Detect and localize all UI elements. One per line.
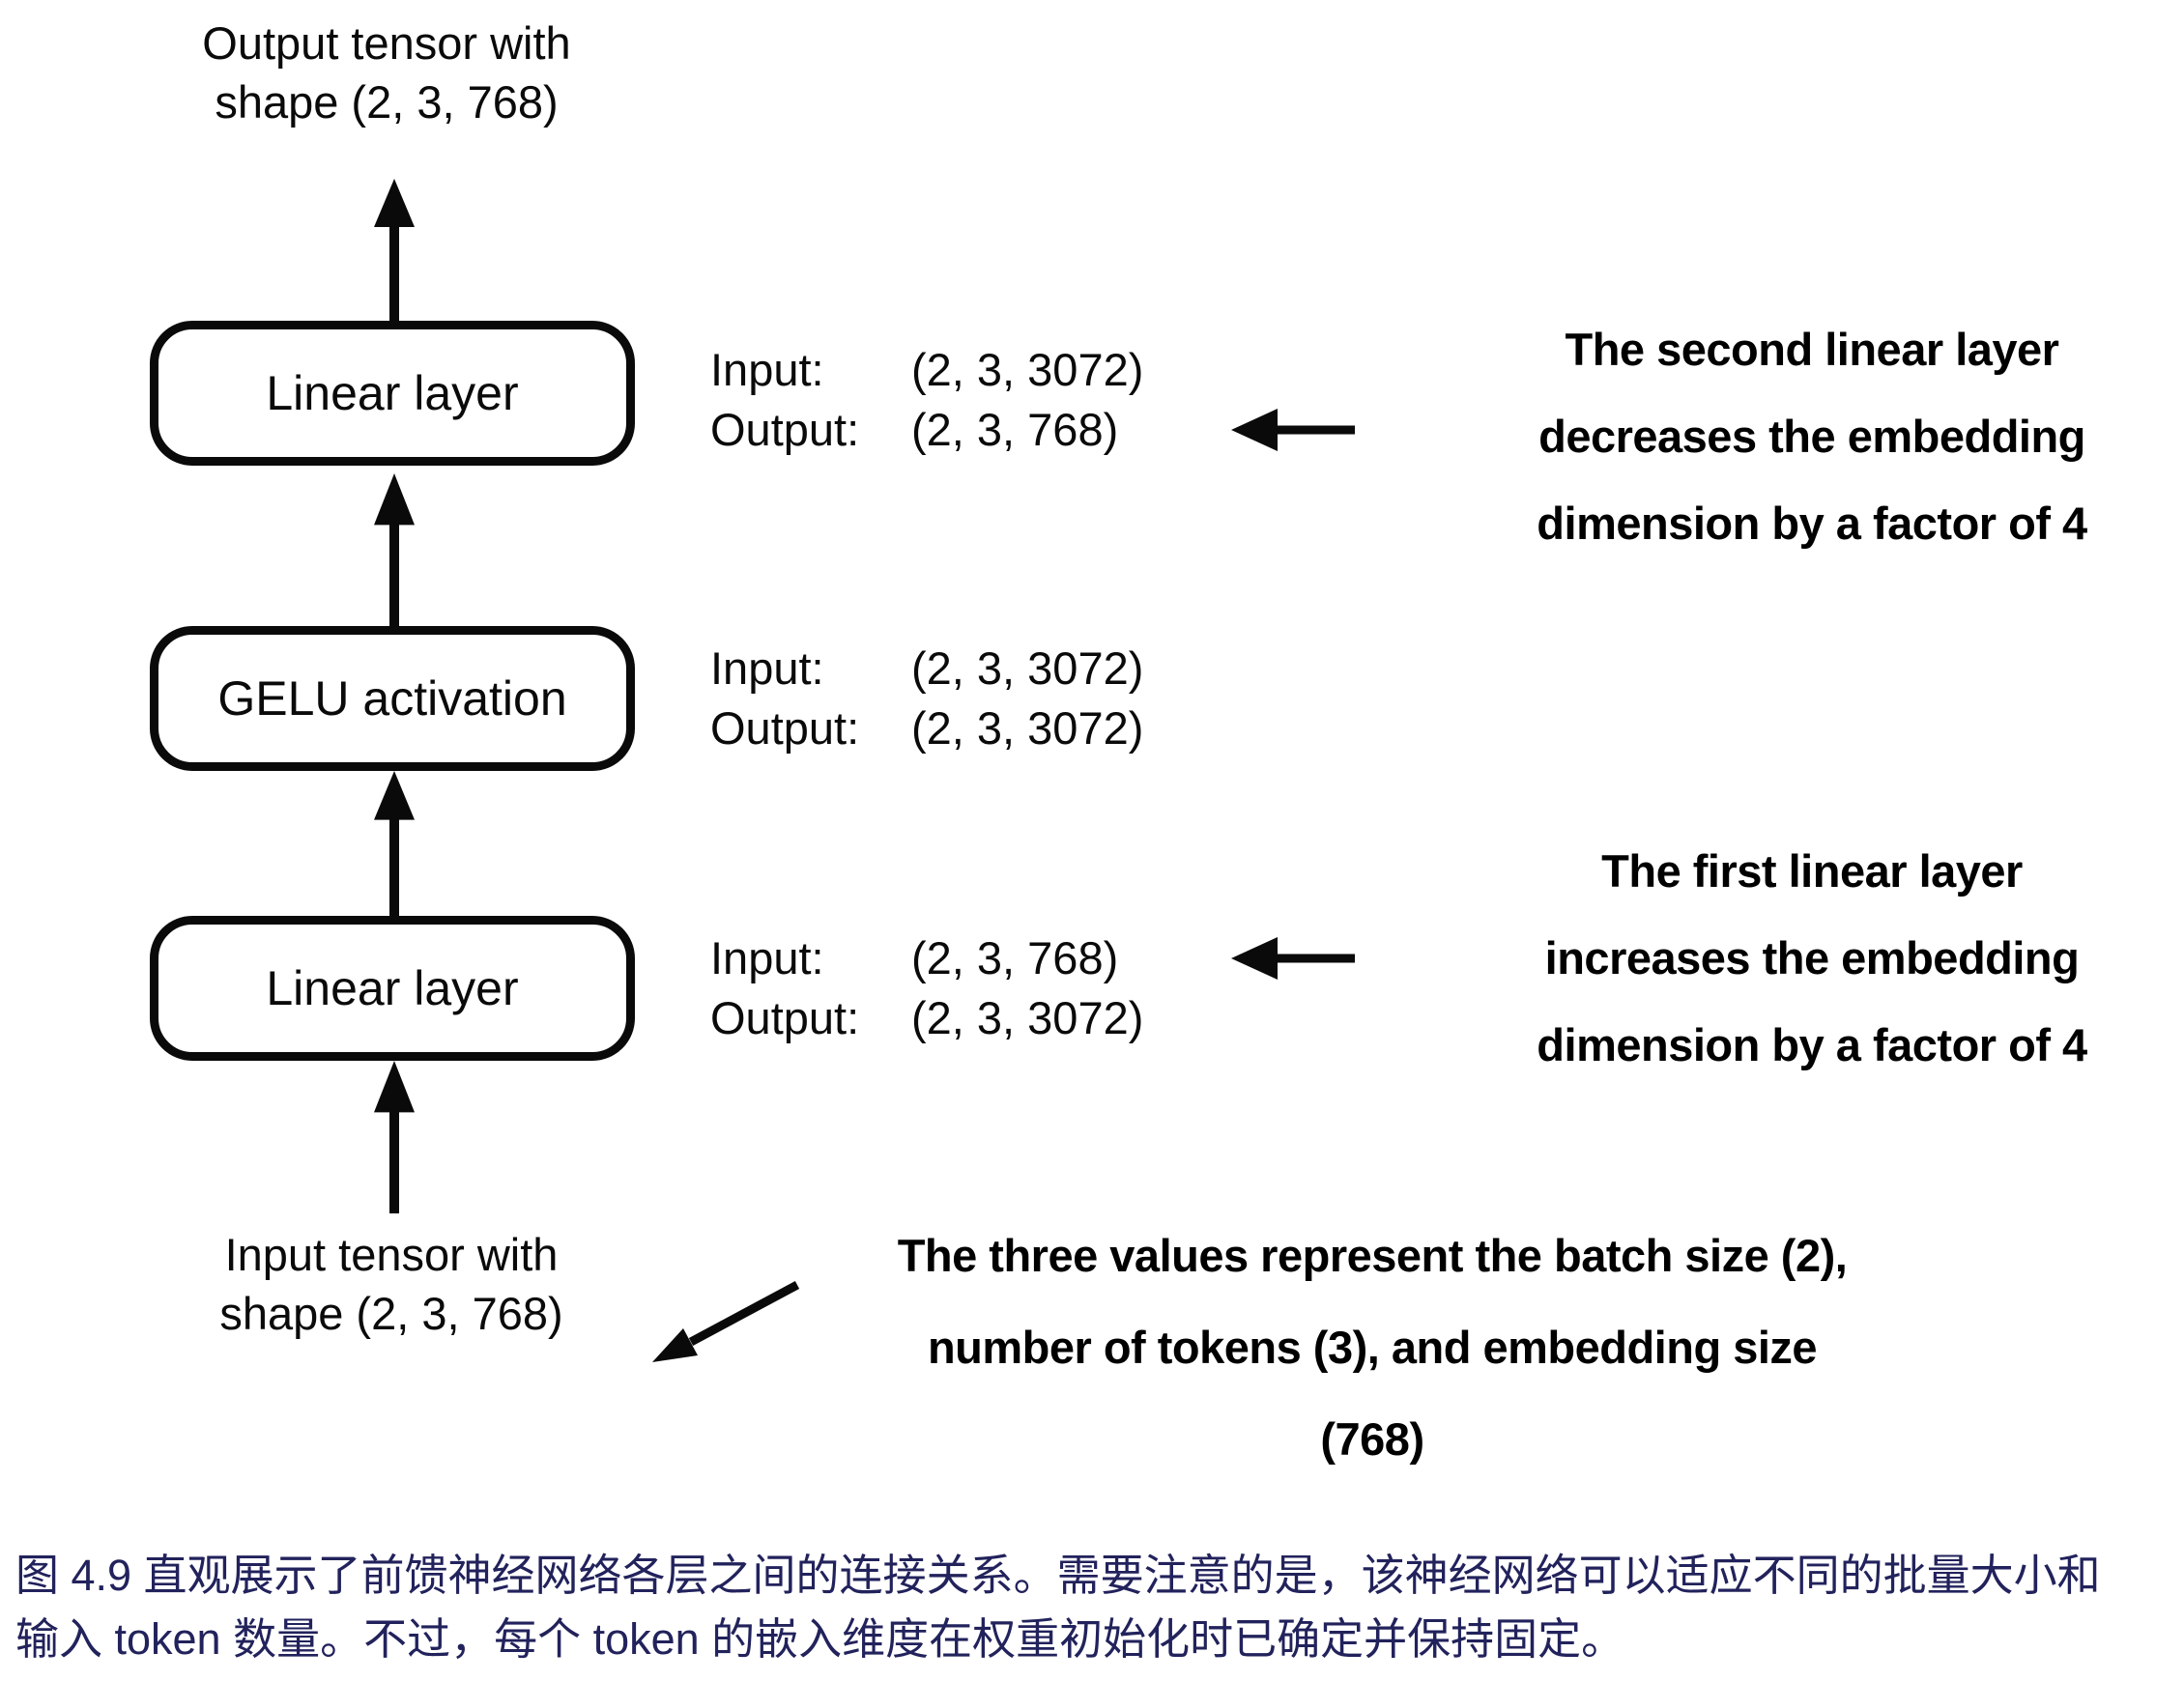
io-input-label: Input: bbox=[710, 344, 824, 395]
io-input-label: Input: bbox=[710, 642, 824, 694]
annotation-first-linear-layer: The first linear layer increases the emb… bbox=[1537, 845, 2087, 1070]
io-top-linear: Input: (2, 3, 3072) Output: (2, 3, 768) bbox=[710, 340, 1143, 460]
io-output-value: (2, 3, 3072) bbox=[911, 702, 1144, 754]
io-output-label: Output: bbox=[710, 992, 860, 1043]
io-output-row: Output: (2, 3, 768) bbox=[710, 400, 1143, 460]
linear-layer-1-box: Linear layer bbox=[150, 916, 635, 1061]
arrow-left-first-linear-icon bbox=[1231, 937, 1355, 980]
io-input-value: (2, 3, 3072) bbox=[911, 642, 1144, 694]
input-tensor-label: Input tensor with shape (2, 3, 768) bbox=[219, 1229, 563, 1339]
io-gelu: Input: (2, 3, 3072) Output: (2, 3, 3072) bbox=[710, 639, 1143, 758]
arrow-up-input-to-linear1-icon bbox=[374, 1061, 415, 1213]
arrow-up-output-icon bbox=[374, 179, 415, 322]
io-output-value: (2, 3, 768) bbox=[911, 404, 1119, 455]
gelu-activation-label: GELU activation bbox=[217, 671, 567, 726]
linear-layer-1-label: Linear layer bbox=[266, 961, 519, 1015]
io-output-value: (2, 3, 3072) bbox=[911, 992, 1144, 1043]
arrow-up-linear1-to-gelu-icon bbox=[374, 771, 415, 916]
arrow-left-second-linear-icon bbox=[1231, 409, 1355, 451]
io-input-row: Input: (2, 3, 3072) bbox=[710, 639, 1143, 698]
io-bottom-linear: Input: (2, 3, 768) Output: (2, 3, 3072) bbox=[710, 928, 1143, 1048]
io-input-value: (2, 3, 768) bbox=[911, 932, 1119, 983]
gelu-activation-box: GELU activation bbox=[150, 626, 635, 771]
io-output-label: Output: bbox=[710, 404, 860, 455]
io-input-value: (2, 3, 3072) bbox=[911, 344, 1144, 395]
linear-layer-2-box: Linear layer bbox=[150, 321, 635, 466]
io-output-label: Output: bbox=[710, 702, 860, 754]
arrow-diagonal-input-tensor-icon bbox=[652, 1281, 800, 1362]
io-input-label: Input: bbox=[710, 932, 824, 983]
io-input-row: Input: (2, 3, 768) bbox=[710, 928, 1143, 988]
linear-layer-2-label: Linear layer bbox=[266, 366, 519, 420]
io-output-row: Output: (2, 3, 3072) bbox=[710, 698, 1143, 758]
annotation-tensor-shape: The three values represent the batch siz… bbox=[897, 1230, 1848, 1465]
io-output-row: Output: (2, 3, 3072) bbox=[710, 988, 1143, 1048]
annotation-second-linear-layer: The second linear layer decreases the em… bbox=[1537, 324, 2087, 549]
arrow-up-gelu-to-linear2-icon bbox=[374, 473, 415, 626]
io-input-row: Input: (2, 3, 3072) bbox=[710, 340, 1143, 400]
output-tensor-label: Output tensor with shape (2, 3, 768) bbox=[202, 17, 571, 128]
figure-caption: 图 4.9 直观展示了前馈神经网络各层之间的连接关系。需要注意的是，该神经网络可… bbox=[15, 1551, 2101, 1664]
